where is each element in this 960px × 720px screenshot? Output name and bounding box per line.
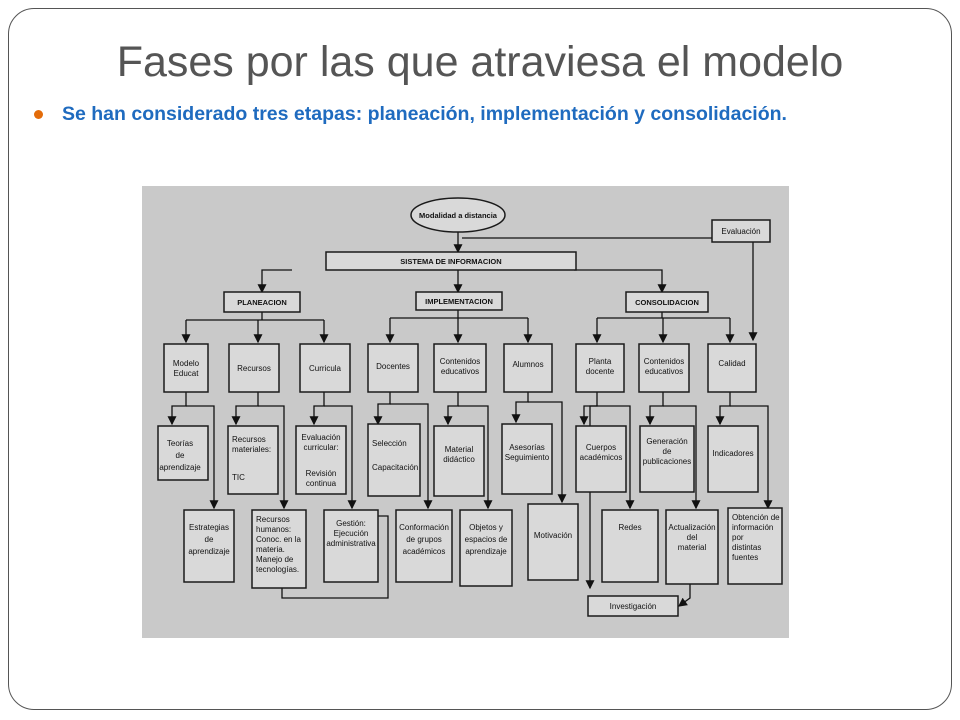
svg-text:Investigación: Investigación bbox=[610, 602, 657, 611]
node-docentes: Docentes bbox=[367, 343, 419, 393]
node-planeacion: PLANEACION bbox=[223, 291, 301, 313]
svg-text:Curricula: Curricula bbox=[309, 364, 342, 373]
node-investigacion: Investigación bbox=[587, 595, 679, 617]
node-evaluacion: Evaluación bbox=[711, 219, 771, 243]
bullet-dot-icon bbox=[34, 110, 43, 119]
node-sistema-informacion: SISTEMA DE INFORMACION bbox=[325, 251, 577, 271]
bullet-text: Se han considerado tres etapas: planeaci… bbox=[62, 103, 787, 125]
svg-text:Alumnos: Alumnos bbox=[512, 360, 543, 369]
svg-text:Recursos: Recursos bbox=[237, 364, 271, 373]
node-indicadores: Indicadores bbox=[707, 425, 759, 493]
node-redes: Redes bbox=[601, 509, 659, 583]
svg-text:Motivación: Motivación bbox=[534, 531, 572, 540]
node-label: Evaluación bbox=[721, 227, 760, 236]
node-consolidacion: CONSOLIDACION bbox=[625, 291, 709, 313]
node-calidad: Calidad bbox=[707, 343, 757, 393]
diagram-connectors bbox=[167, 232, 773, 607]
node-modalidad: Modalidad a distancia bbox=[410, 197, 506, 233]
node-label: Modalidad a distancia bbox=[419, 211, 498, 220]
node-label: PLANEACION bbox=[237, 298, 287, 307]
svg-text:Docentes: Docentes bbox=[376, 362, 410, 371]
slide-frame bbox=[8, 8, 952, 710]
svg-text:Indicadores: Indicadores bbox=[712, 449, 753, 458]
node-label: SISTEMA DE INFORMACION bbox=[400, 257, 501, 266]
slide-title: Fases por las que atraviesa el modelo bbox=[116, 38, 844, 86]
node-curricula: Curricula bbox=[299, 343, 351, 393]
node-label: IMPLEMENTACION bbox=[425, 297, 493, 306]
model-diagram: Modalidad a distancia Evaluación SISTEMA… bbox=[142, 186, 789, 638]
node-motivacion: Motivación bbox=[527, 503, 579, 581]
node-alumnos: Alumnos bbox=[503, 343, 553, 393]
svg-text:Redes: Redes bbox=[618, 523, 641, 532]
node-implementacion: IMPLEMENTACION bbox=[415, 291, 503, 311]
node-label: CONSOLIDACION bbox=[635, 298, 699, 307]
svg-text:Calidad: Calidad bbox=[718, 359, 745, 368]
node-recursos: Recursos bbox=[228, 343, 280, 393]
